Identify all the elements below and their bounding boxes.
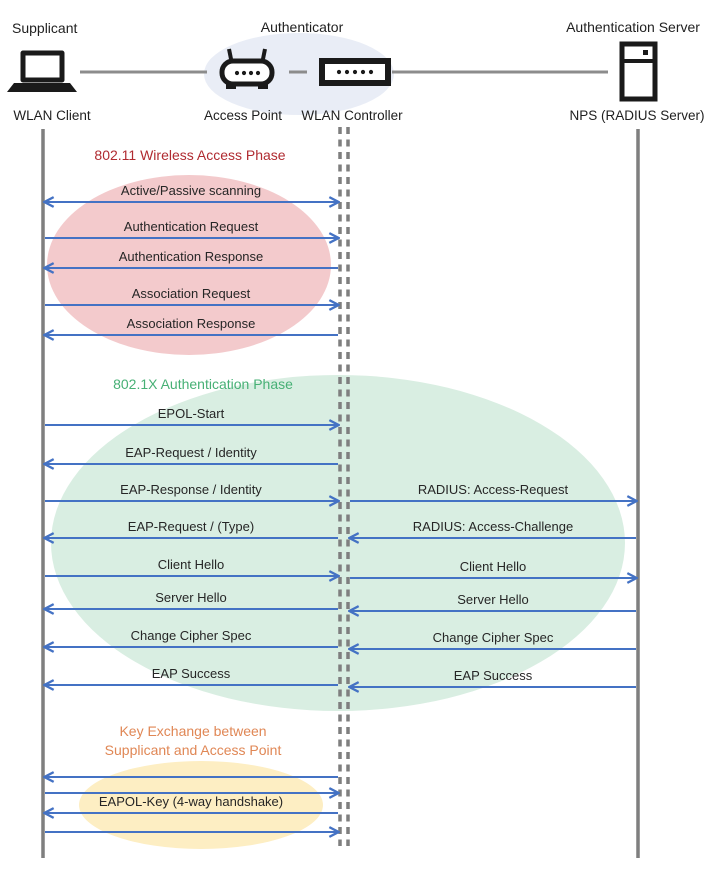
message-label: Association Request: [131, 286, 251, 301]
message-label: Active/Passive scanning: [120, 183, 262, 198]
message-label: Change Cipher Spec: [130, 628, 252, 643]
phase1-title: 802.11 Wireless Access Phase: [94, 147, 286, 163]
message-arrows: [45, 202, 636, 832]
message-label: Authentication Request: [123, 219, 259, 234]
phase3-title-line2: Supplicant and Access Point: [104, 742, 282, 758]
wlan-controller-icon: [319, 58, 391, 86]
phase2-title: 802.1X Authentication Phase: [113, 376, 293, 392]
node-wlan-controller-label: WLAN Controller: [301, 108, 403, 123]
message-label: Change Cipher Spec: [432, 630, 554, 645]
message-label: RADIUS: Access-Request: [417, 482, 569, 497]
message-label: Authentication Response: [118, 249, 264, 264]
node-nps-radius-server-label: NPS (RADIUS Server): [569, 108, 705, 123]
node-access-point-label: Access Point: [203, 108, 283, 123]
access-point-icon: [219, 48, 275, 89]
message-label: RADIUS: Access-Challenge: [412, 519, 574, 534]
phase1-ellipse: [47, 175, 331, 355]
message-label: Client Hello: [459, 559, 527, 574]
message-label: EAP-Request / Identity: [125, 445, 257, 460]
role-supplicant-label: Supplicant: [12, 20, 78, 36]
laptop-icon: [7, 50, 77, 92]
message-label: EAP Success: [453, 668, 533, 683]
message-label: EAP Success: [151, 666, 231, 681]
role-authenticator-label: Authenticator: [260, 19, 344, 35]
phase3-title: Key Exchange between Supplicant and Acce…: [105, 722, 282, 760]
message-label: Client Hello: [157, 557, 225, 572]
phase3-title-line1: Key Exchange between: [119, 723, 267, 739]
message-label: EAPOL-Key (4-way handshake): [98, 794, 284, 809]
phase2-ellipse: [51, 375, 625, 711]
message-label: Association Response: [126, 316, 256, 331]
message-label: EAP-Request / (Type): [127, 519, 255, 534]
message-label: Server Hello: [155, 590, 227, 605]
node-wlan-client-label: WLAN Client: [13, 108, 91, 123]
role-authentication-server-label: Authentication Server: [566, 19, 700, 35]
server-icon: [619, 41, 658, 102]
message-label: EPOL-Start: [157, 406, 225, 421]
phase3-ellipse: [79, 761, 323, 849]
message-label: Server Hello: [457, 592, 529, 607]
authenticator-highlight-ellipse: [204, 33, 394, 115]
message-label: EAP-Response / Identity: [120, 482, 262, 497]
